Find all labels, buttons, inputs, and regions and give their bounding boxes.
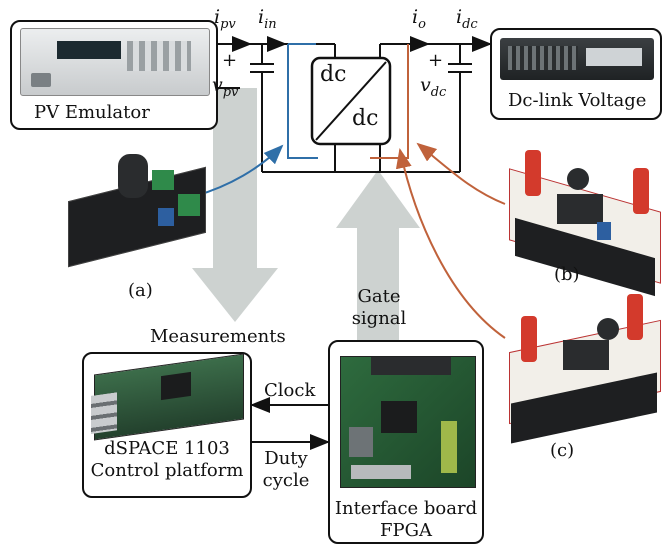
input-path-highlight: [287, 44, 318, 159]
pv-emulator-box: PV Emulator: [10, 20, 218, 130]
dc-link-box: Dc-link Voltage: [490, 28, 662, 120]
i-pv-label: ipv: [214, 6, 236, 32]
figure-label-a: (a): [128, 280, 153, 301]
figure-label-c: (c): [550, 440, 575, 461]
v-pv-plus-sign: +: [222, 50, 238, 71]
interface-board-box: Interface board FPGA: [328, 340, 484, 544]
v-dc-plus-sign: +: [428, 50, 444, 71]
converter-output-label: dc: [352, 106, 379, 131]
dspace-board-image: [91, 353, 244, 441]
i-dc-label: idc: [456, 6, 478, 32]
duty-cycle-label: Duty cycle: [262, 448, 310, 491]
v-pv-label: vpv: [212, 74, 239, 100]
board-b-image: [505, 150, 665, 297]
dcdc-converter-block: [310, 56, 392, 146]
dc-link-label: Dc-link Voltage: [508, 90, 647, 111]
fpga-board-image: [340, 356, 476, 488]
figure-label-b: (b): [554, 264, 580, 285]
dc-link-device-image: [500, 38, 654, 80]
board-a-image: [62, 150, 212, 270]
i-o-label: io: [412, 6, 426, 32]
i-in-label: iin: [258, 6, 277, 32]
board-c-image: [505, 292, 665, 444]
gate-signal-label: Gate signal: [351, 286, 407, 329]
v-dc-label: vdc: [420, 74, 447, 100]
board-c-pointer-arrow: [395, 148, 506, 339]
interface-board-label: Interface board FPGA: [334, 498, 478, 541]
board-b-pointer-arrow: [416, 142, 506, 205]
converter-input-label: dc: [320, 62, 347, 87]
clock-label: Clock: [264, 380, 316, 401]
gate-signal-grey-arrow: [336, 170, 420, 346]
measurements-label: Measurements: [150, 326, 286, 347]
dspace-box: dSPACE 1103 Control platform: [82, 352, 252, 498]
pv-emulator-label: PV Emulator: [34, 102, 150, 123]
measurement-grey-arrow: [192, 88, 278, 322]
dspace-label: dSPACE 1103 Control platform: [90, 438, 244, 481]
pv-emulator-device-image: [20, 28, 210, 96]
